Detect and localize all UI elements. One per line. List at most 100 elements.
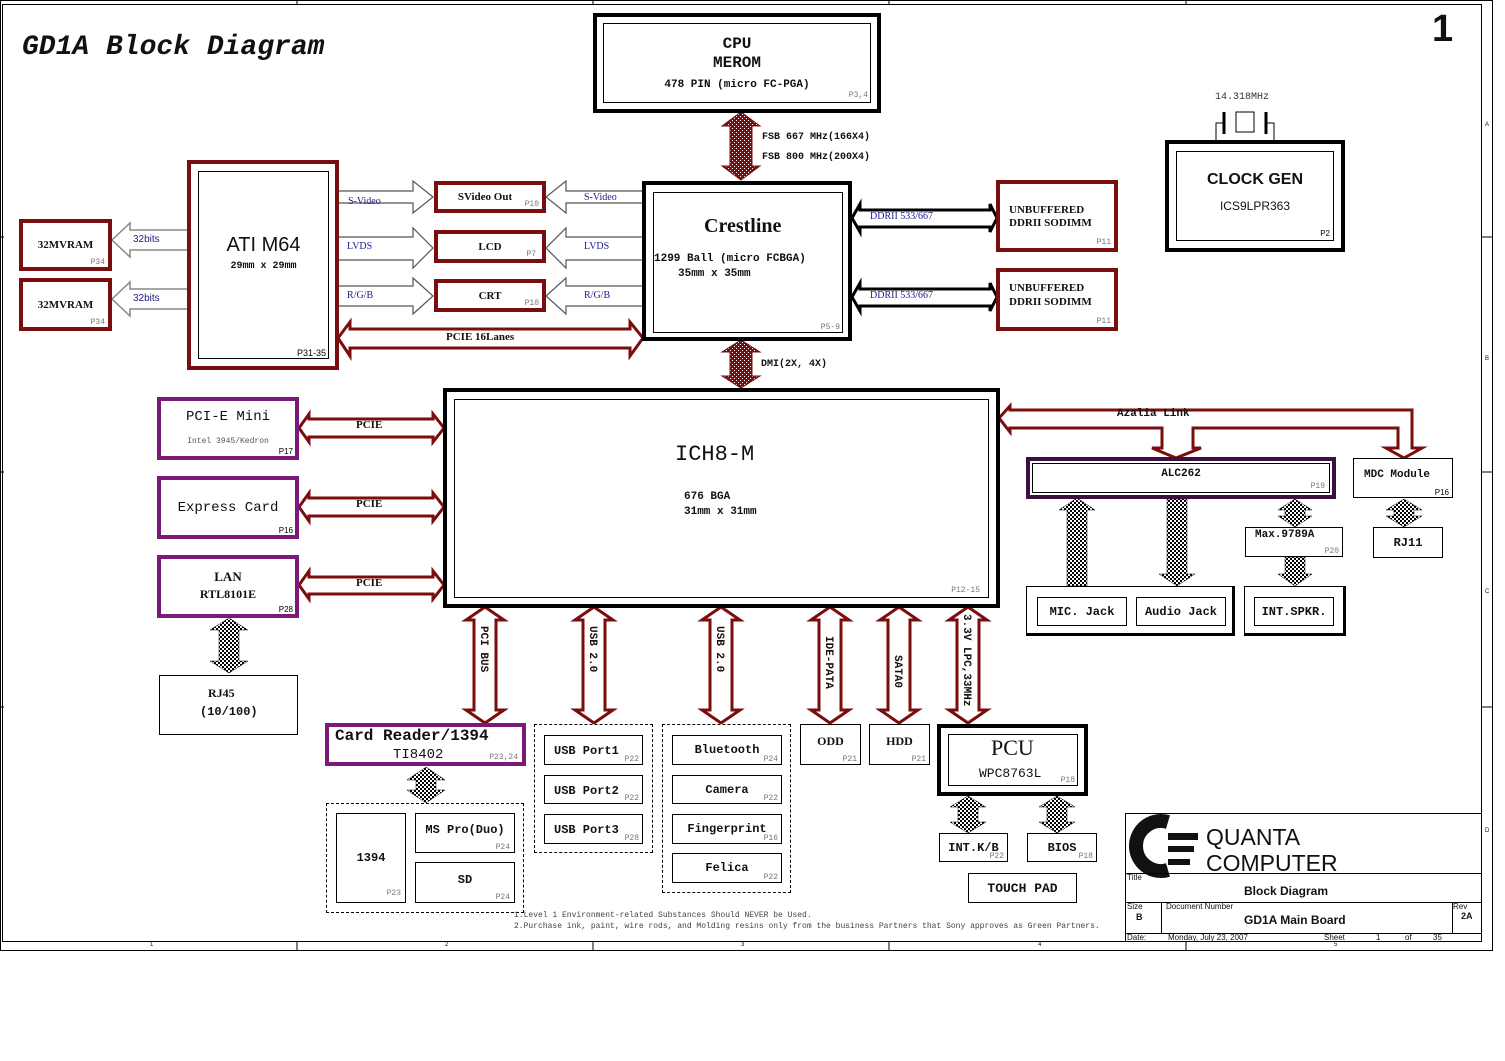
rj45-label: RJ45 <box>208 686 235 700</box>
page-ref: P19 <box>1310 482 1325 491</box>
slot-1394[interactable]: 1394 P23 <box>336 813 406 903</box>
pcie-mini-block[interactable]: PCI-E Mini Intel 3945/Kedron P17 <box>157 397 299 460</box>
pcu-part: WPC8763L <box>979 766 1042 781</box>
usb-device[interactable]: Felica P22 <box>672 853 782 883</box>
speaker-group: INT.SPKR. <box>1244 586 1346 636</box>
usb-device[interactable]: Camera P22 <box>672 775 782 804</box>
page-ref: P34 <box>90 258 105 267</box>
usb-device-label: Fingerprint <box>687 822 767 836</box>
page-ref: P2 <box>1320 229 1330 238</box>
lcd-block[interactable]: LCD P7 <box>434 230 546 263</box>
page-ref: P21 <box>842 755 857 764</box>
cardreader-arrow <box>406 766 446 804</box>
title-block: QUANTA COMPUTER Title Block Diagram Size… <box>1125 813 1482 942</box>
svideo-out-block[interactable]: SVideo Out P10 <box>434 181 546 213</box>
page-ref: P21 <box>911 755 926 764</box>
vram-block[interactable]: 32MVRAM P34 <box>19 219 112 271</box>
page-ref: P17 <box>278 447 293 456</box>
cpu-block[interactable]: CPU MEROM 478 PIN (micro FC-PGA) P3,4 <box>593 13 881 113</box>
touchpad-block[interactable]: TOUCH PAD <box>968 873 1077 903</box>
usb-device-label: Camera <box>705 782 749 797</box>
sheet-frame <box>0 0 1493 951</box>
rj11-arrow <box>1385 498 1423 528</box>
mdc-module-block[interactable]: MDC Module P16 <box>1353 458 1453 498</box>
sodimm-block[interactable]: UNBUFFERED DDRII SODIMM P11 <box>996 268 1118 331</box>
gpu-inner: ATI M64 29mm x 29mm P31-35 <box>198 171 329 359</box>
sodimm-label: UNBUFFERED <box>1009 282 1085 294</box>
odd-block[interactable]: ODD P21 <box>800 724 861 765</box>
card-reader-block[interactable]: Card Reader/1394 TI8402 P23,24 <box>325 723 526 766</box>
amp-arrow <box>1277 498 1313 528</box>
ich8m-package: 676 BGA <box>684 491 731 503</box>
ddr-bus-label: DDRII 533/667 <box>870 290 934 301</box>
bus-label: S-Video <box>584 192 617 203</box>
card-slots-group: 1394 P23 MS Pro(Duo) P24 SD P24 <box>326 803 524 913</box>
cpu-model: MEROM <box>712 54 761 72</box>
pci-bus-label: PCI BUS <box>477 626 489 673</box>
hdd-block[interactable]: HDD P21 <box>869 724 930 765</box>
ich8m-title: ICH8-M <box>675 442 755 467</box>
pcu-block[interactable]: PCU WPC8763L P18 <box>937 724 1088 796</box>
keyboard-block[interactable]: INT.K/B P22 <box>939 833 1008 862</box>
page-ref: P10 <box>524 299 539 308</box>
vram-block[interactable]: 32MVRAM P34 <box>19 278 112 331</box>
divider <box>1126 933 1481 934</box>
sheet-field-value: 1 <box>1376 933 1381 942</box>
slot-sd[interactable]: SD P24 <box>415 862 515 903</box>
usb-bus-label: USB 2.0 <box>713 626 725 673</box>
alc262-block[interactable]: ALC262 P19 <box>1026 457 1336 499</box>
page-ref: P31-35 <box>296 348 326 358</box>
kb-arrow <box>949 795 987 834</box>
dmi-label: DMI(2X, 4X) <box>761 359 828 370</box>
clock-gen-block[interactable]: CLOCK GEN ICS9LPR363 P2 <box>1165 140 1345 252</box>
cpu-inner: CPU MEROM 478 PIN (micro FC-PGA) P3,4 <box>603 23 871 103</box>
touchpad-label: TOUCH PAD <box>987 880 1058 896</box>
sodimm-label: UNBUFFERED <box>1009 204 1085 216</box>
ich8m-block[interactable]: ICH8-M 676 BGA 31mm x 31mm P12-15 <box>443 388 1000 608</box>
usb-device[interactable]: Bluetooth P24 <box>672 735 782 765</box>
int-speaker[interactable]: INT.SPKR. <box>1254 597 1334 626</box>
bus-label: R/G/B <box>347 290 374 301</box>
bios-block[interactable]: BIOS P18 <box>1027 833 1097 862</box>
gpu-video-arrows <box>338 179 434 316</box>
crt-block[interactable]: CRT P10 <box>434 279 546 312</box>
nb-video-arrows <box>545 179 642 316</box>
usb-port[interactable]: USB Port1 P22 <box>544 735 643 765</box>
gpu-block[interactable]: ATI M64 29mm x 29mm P31-35 <box>187 160 339 370</box>
slot-ms-pro[interactable]: MS Pro(Duo) P24 <box>415 813 515 853</box>
crystal-icon <box>1215 111 1275 141</box>
row-label: C <box>1485 589 1490 595</box>
express-card-block[interactable]: Express Card P16 <box>157 476 299 539</box>
row-label: D <box>1485 828 1490 834</box>
mic-arrow <box>1058 497 1096 587</box>
lan-arrow <box>209 617 249 674</box>
fsb-arrow <box>720 111 762 181</box>
vram-label: 32MVRAM <box>37 298 94 311</box>
mic-jack[interactable]: MIC. Jack <box>1037 597 1127 626</box>
audio-jack[interactable]: Audio Jack <box>1136 597 1226 626</box>
sheet-number: 1 <box>1432 8 1454 50</box>
size-field-label: Size <box>1127 902 1143 911</box>
max9789a-block[interactable]: Max.9789A P20 <box>1245 527 1343 557</box>
usb-device[interactable]: Fingerprint P16 <box>672 814 782 844</box>
cpu-package: 478 PIN (micro FC-PGA) <box>664 79 810 91</box>
usb-port[interactable]: USB Port2 P22 <box>544 775 643 804</box>
max9789a-label: Max.9789A <box>1255 529 1315 541</box>
audio-jacks-group: MIC. Jack Audio Jack <box>1026 586 1235 636</box>
row-ruler: A B C D <box>1483 4 1493 942</box>
slot-sd-label: SD <box>457 872 473 887</box>
rj45-block[interactable]: RJ45 (10/100) <box>159 675 298 735</box>
page-ref: P16 <box>763 834 778 843</box>
lan-block[interactable]: LAN RTL8101E P28 <box>157 555 299 618</box>
rj11-block[interactable]: RJ11 <box>1373 527 1443 558</box>
sodimm-block[interactable]: UNBUFFERED DDRII SODIMM P11 <box>996 180 1118 252</box>
page-ref: P22 <box>624 755 639 764</box>
gpu-size: 29mm x 29mm <box>230 261 297 272</box>
date-field-label: Date: <box>1127 933 1147 942</box>
vram-bus-label: 32bits <box>133 234 160 245</box>
crestline-block[interactable]: Crestline 1299 Ball (micro FCBGA) 35mm x… <box>642 181 852 341</box>
title-field-value: Block Diagram <box>1244 884 1329 898</box>
usb-port[interactable]: USB Port3 P28 <box>544 814 643 844</box>
page-title: GD1A Block Diagram <box>22 32 325 63</box>
pcie-bus-label: PCIE <box>356 577 383 589</box>
